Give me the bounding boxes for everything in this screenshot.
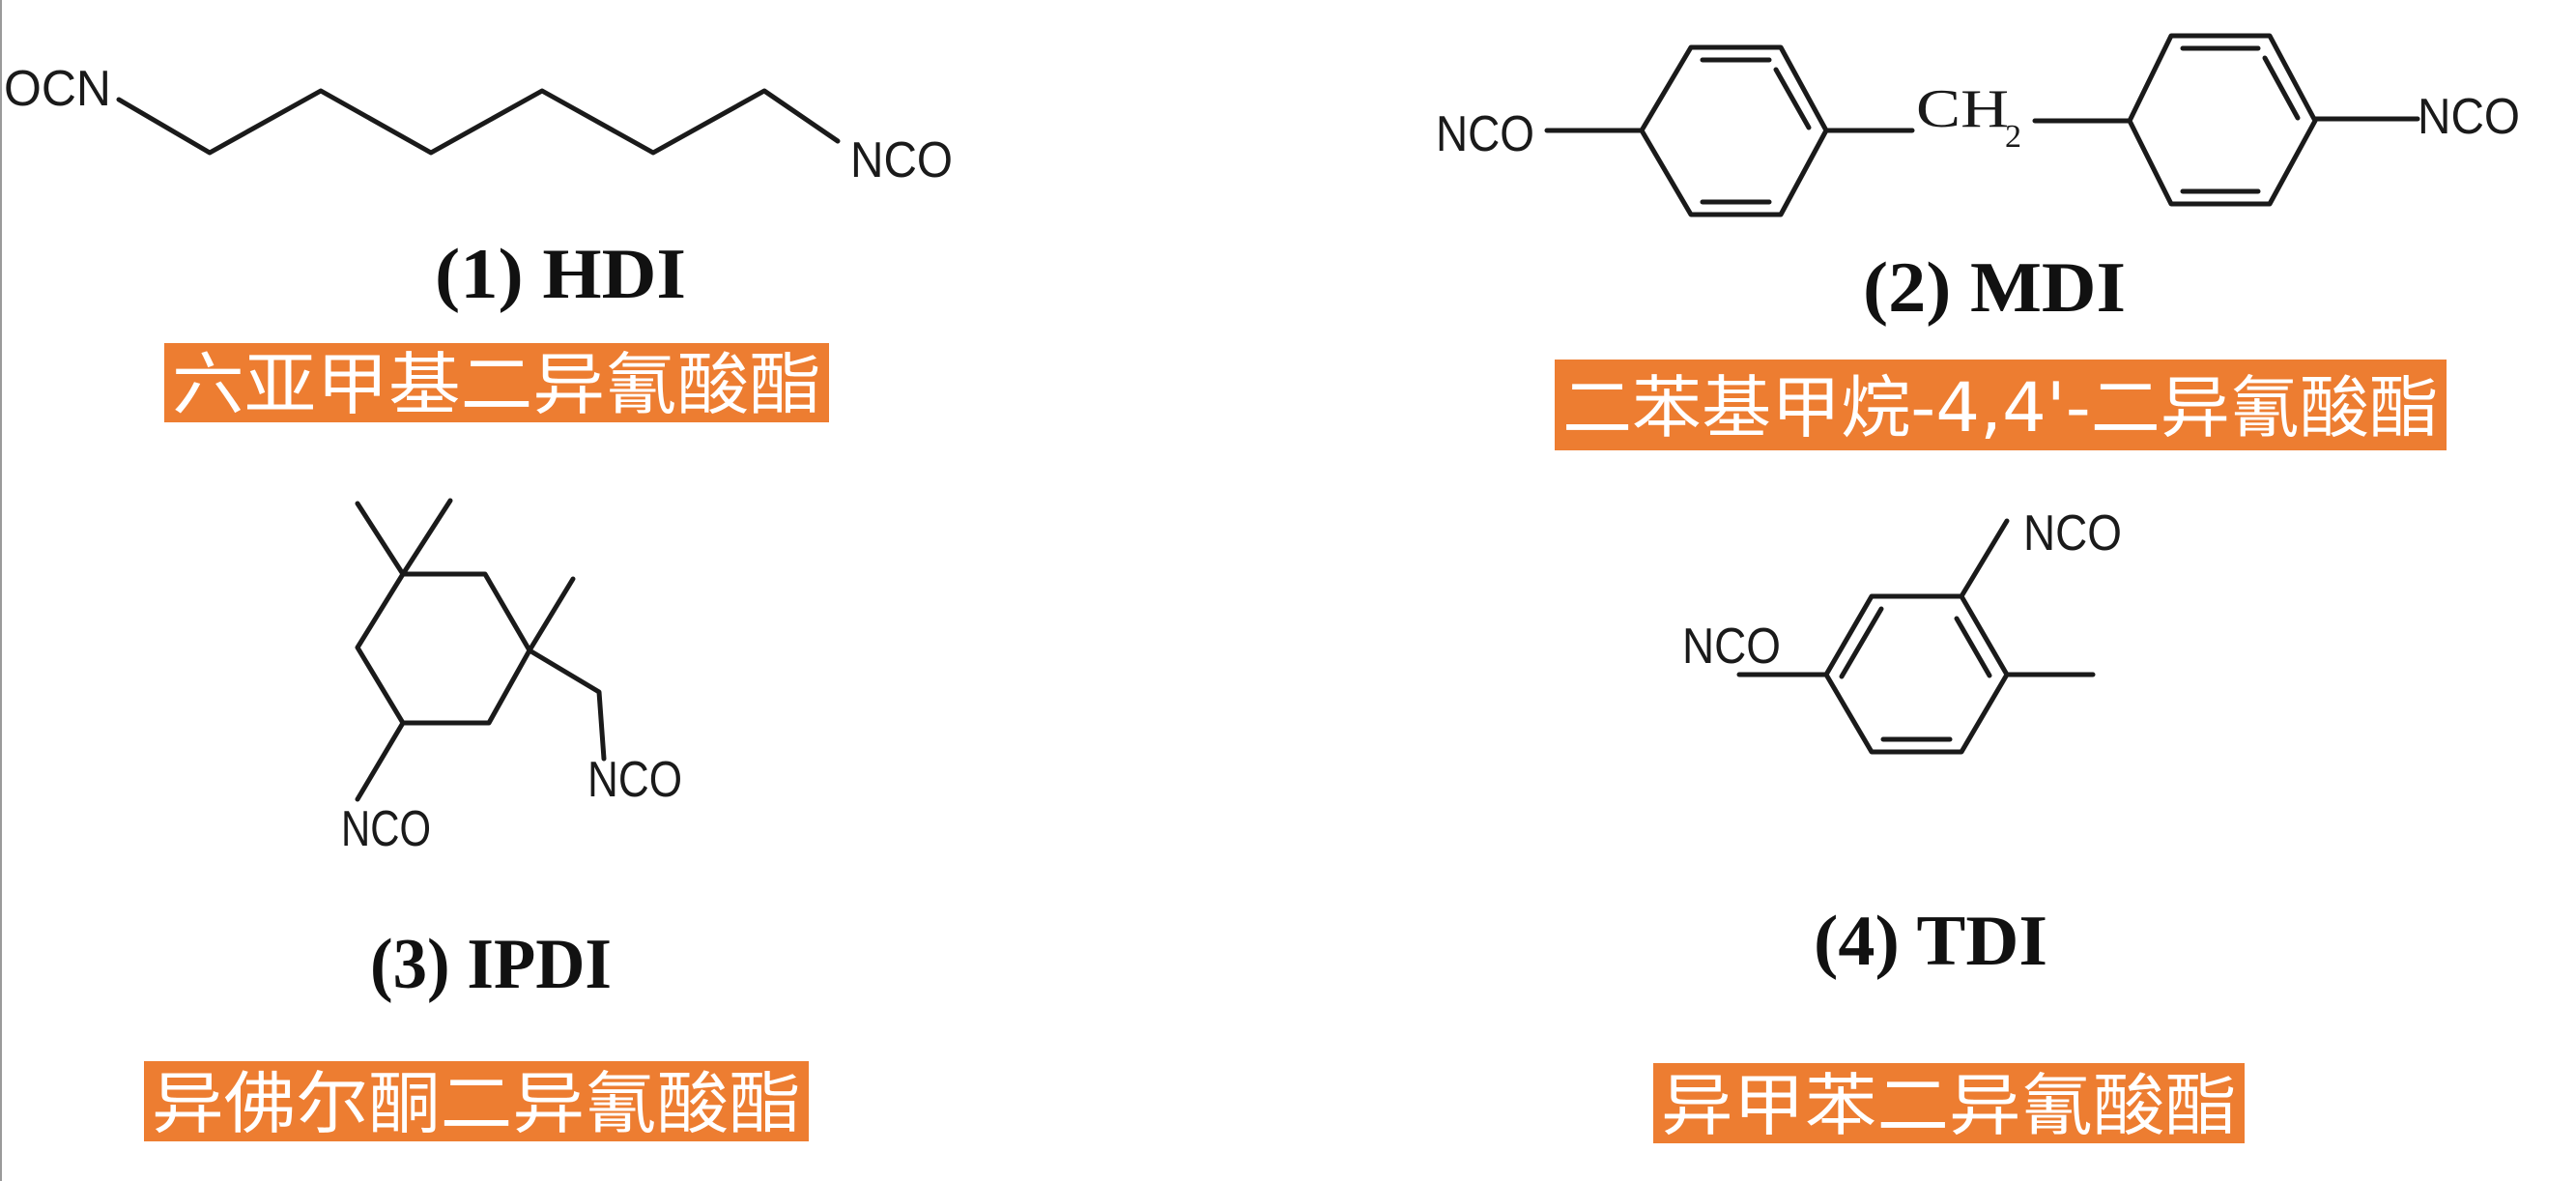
tdi-caption: (4) TDI bbox=[1814, 902, 2047, 981]
mdi-name-badge bbox=[1555, 360, 2447, 450]
hdi-left-group: OCN bbox=[4, 61, 111, 117]
ipdi-structure: NCO NCO bbox=[341, 498, 682, 857]
mdi-structure: NCO CH 2 NCO bbox=[1436, 33, 2520, 217]
mdi-bridge-group: CH bbox=[1916, 79, 2009, 139]
ipdi-methylene-group: NCO bbox=[587, 752, 682, 808]
tdi-structure: NCO NCO bbox=[1682, 505, 2122, 755]
ipdi-cyclohexane-ring bbox=[355, 571, 532, 726]
tdi-left-group: NCO bbox=[1682, 619, 1781, 675]
hdi-chinese-name: 六亚甲基二异氰酸酯 bbox=[172, 345, 821, 424]
ipdi-name-badge bbox=[144, 1061, 809, 1141]
tdi-name-badge bbox=[1653, 1063, 2245, 1143]
hdi-hexamethylene-chain bbox=[116, 88, 841, 156]
mdi-chinese-name: 二苯基甲烷-4,4'-二异氰酸酯 bbox=[1562, 368, 2439, 447]
mdi-caption: (2) MDI bbox=[1863, 248, 2126, 328]
mdi-bridge-subscript: 2 bbox=[2005, 119, 2021, 155]
mdi-left-group: NCO bbox=[1436, 106, 1534, 162]
tdi-top-group: NCO bbox=[2023, 505, 2122, 562]
tdi-benzene-ring bbox=[1823, 593, 2010, 755]
ipdi-caption: (3) IPDI bbox=[370, 925, 612, 1004]
hdi-caption: (1) HDI bbox=[435, 235, 686, 314]
mdi-benzene-ring-2 bbox=[2127, 33, 2318, 207]
mdi-right-group: NCO bbox=[2418, 89, 2520, 145]
hdi-name-badge bbox=[164, 343, 829, 422]
mdi-benzene-ring-1 bbox=[1639, 44, 1829, 217]
tdi-chinese-name: 异甲苯二异氰酸酯 bbox=[1661, 1066, 2237, 1145]
hdi-right-group: NCO bbox=[850, 132, 953, 188]
hdi-structure: OCN NCO bbox=[4, 61, 953, 188]
ipdi-chinese-name: 异佛尔酮二异氰酸酯 bbox=[152, 1064, 801, 1143]
ipdi-ring-group: NCO bbox=[341, 801, 431, 857]
